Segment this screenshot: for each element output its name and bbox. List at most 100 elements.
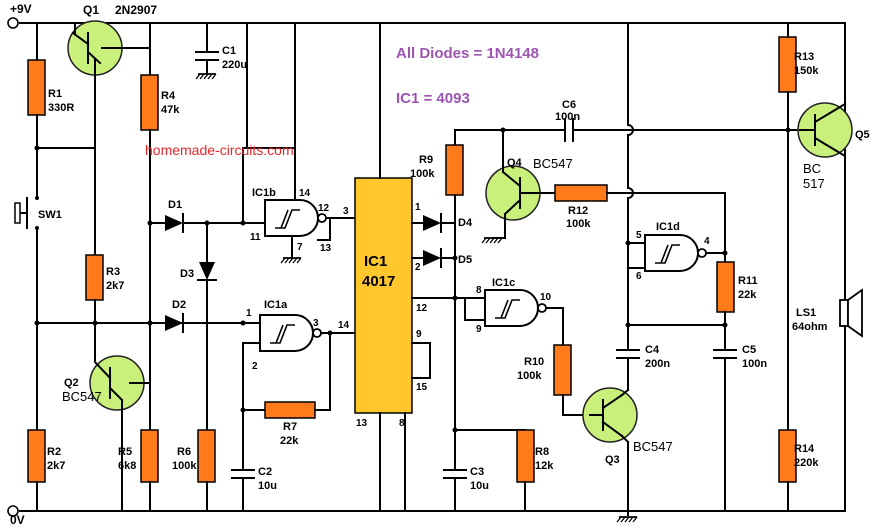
- ic1a-label: IC1a: [264, 299, 288, 311]
- resistor-r2: [27, 429, 46, 483]
- r5-value: 6k8: [118, 460, 136, 472]
- r14-ref: R14: [794, 443, 815, 455]
- c6-value: 100n: [555, 111, 580, 123]
- resistor-r10: [553, 344, 572, 396]
- diode-d2: [165, 313, 184, 333]
- capacitor-c1: [195, 22, 219, 80]
- q4-part: BC547: [533, 156, 573, 171]
- resistor-r4: [140, 74, 159, 131]
- r6-value: 100k: [172, 460, 197, 472]
- q3-ref: Q3: [605, 454, 620, 466]
- ic1d-pin-a: 5: [636, 230, 642, 241]
- ic4017-part: 4017: [362, 273, 395, 290]
- ic1b-pin-out: 12: [318, 203, 330, 214]
- q1-ref: Q1: [83, 3, 99, 17]
- c5-value: 100n: [742, 358, 767, 370]
- speaker-ls1: [839, 288, 863, 338]
- d4-ref: D4: [458, 217, 473, 229]
- diode-d3: [197, 262, 217, 281]
- d2-ref: D2: [172, 299, 186, 311]
- capacitor-c4: [616, 349, 640, 359]
- r5-ref: R5: [118, 446, 132, 458]
- q4-ref: Q4: [507, 157, 523, 169]
- capacitor-c5: [713, 349, 737, 359]
- ic4017-pin-8: 8: [399, 418, 405, 429]
- transistor-q5: [797, 102, 853, 158]
- r1-value: 330R: [48, 102, 74, 114]
- gate-ic1c: [484, 289, 547, 327]
- watermark: homemade-circuits.com: [145, 142, 294, 158]
- ic4017-name: IC1: [364, 253, 387, 270]
- r14-value: 220k: [794, 457, 819, 469]
- gate-ic1a: [259, 314, 322, 352]
- switch-sw1: [14, 187, 39, 239]
- ic4017-pin-3: 3: [343, 206, 349, 217]
- d5-ref: D5: [458, 254, 472, 266]
- r2-ref: R2: [47, 446, 61, 458]
- r1-ref: R1: [48, 88, 62, 100]
- r8-value: 12k: [535, 460, 554, 472]
- c1-ref: C1: [222, 45, 236, 57]
- d1-ref: D1: [168, 199, 182, 211]
- ic1c-label: IC1c: [492, 277, 515, 289]
- diode-d4: [423, 213, 442, 233]
- positive-rail-label: +9V: [10, 2, 32, 16]
- resistor-r9: [445, 144, 464, 196]
- ic1d-label: IC1d: [656, 221, 680, 233]
- ic4017-pin-2: 2: [415, 262, 421, 273]
- ic-4017: [354, 177, 413, 414]
- q5-part-line2: 517: [803, 176, 825, 191]
- ic4017-pin-9: 9: [416, 329, 422, 340]
- c3-ref: C3: [470, 466, 484, 478]
- ic1b-pin-gnd: 7: [297, 242, 303, 253]
- r11-ref: R11: [738, 275, 758, 287]
- ground-rail-label: 0V: [10, 513, 25, 527]
- r13-ref: R13: [794, 51, 814, 63]
- r9-value: 100k: [410, 168, 435, 180]
- sw1-ref: SW1: [38, 209, 62, 221]
- q5-part-line1: BC: [803, 161, 821, 176]
- r12-value: 100k: [566, 218, 591, 230]
- junctions: [34, 127, 791, 433]
- ic4017-pin-15: 15: [416, 382, 428, 393]
- c5-ref: C5: [742, 344, 756, 356]
- transistor-q4: [485, 159, 556, 239]
- r7-ref: R7: [283, 421, 297, 433]
- resistor-r1: [27, 59, 46, 116]
- transistor-q2: [89, 355, 151, 416]
- r11-value: 22k: [738, 289, 757, 301]
- transistor-q3: [582, 387, 638, 444]
- ic1a-pin-b: 2: [252, 361, 258, 372]
- c3-value: 10u: [470, 480, 489, 492]
- r10-ref: R10: [524, 356, 544, 368]
- q3-part: BC547: [633, 439, 673, 454]
- ic1b-label: IC1b: [252, 187, 276, 199]
- c1-value: 220u: [222, 59, 247, 71]
- capacitor-c2: [231, 469, 255, 479]
- ic1c-pin-b: 9: [476, 324, 482, 335]
- gate-ic1b: [264, 199, 327, 237]
- c6-ref: C6: [562, 99, 576, 111]
- note-ic1: IC1 = 4093: [396, 90, 470, 107]
- resistor-r6: [197, 429, 216, 483]
- resistor-r14: [778, 429, 797, 483]
- gate-ic1d: [644, 234, 707, 272]
- ground-rail: [7, 505, 846, 517]
- transistor-q1: [67, 20, 151, 76]
- ic1c-pin-a: 8: [476, 285, 482, 296]
- r13-value: 150k: [794, 65, 819, 77]
- q1-part: 2N2907: [115, 3, 157, 17]
- c2-value: 10u: [258, 480, 277, 492]
- r7-value: 22k: [280, 435, 299, 447]
- r3-ref: R3: [106, 266, 120, 278]
- r10-value: 100k: [517, 370, 542, 382]
- ic1a-pin-out: 3: [313, 318, 319, 329]
- q2-part: BC547: [62, 389, 102, 404]
- r6-ref: R6: [177, 446, 191, 458]
- resistor-r11: [716, 261, 735, 313]
- diode-d1: [165, 213, 184, 233]
- resistor-r12: [554, 184, 608, 202]
- r8-ref: R8: [535, 446, 549, 458]
- capacitor-c6: [554, 118, 801, 142]
